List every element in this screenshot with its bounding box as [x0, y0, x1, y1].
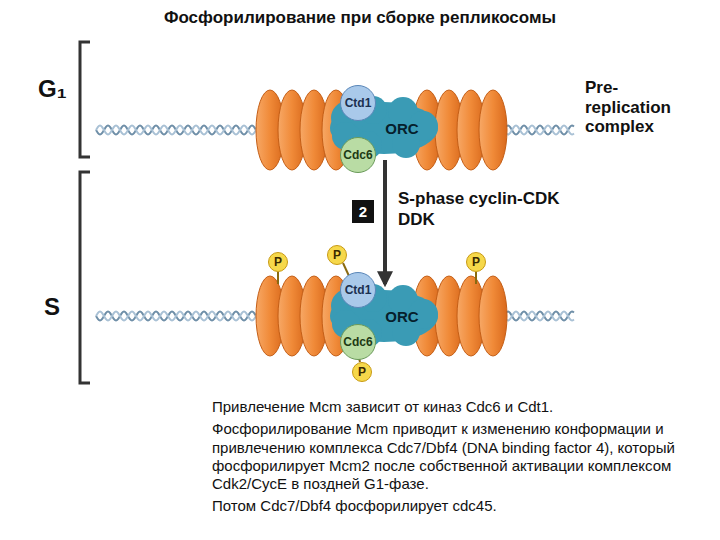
- step-number: 2: [352, 200, 374, 223]
- node-text: Ctd1: [345, 96, 372, 110]
- phospho-sticks: [278, 263, 476, 362]
- s-bracket: [80, 172, 90, 383]
- node-text: P: [358, 365, 366, 379]
- protein-circle: P: [268, 252, 288, 272]
- node-text: 2: [359, 203, 367, 220]
- node-text: Cdc6: [343, 335, 372, 349]
- phospho-stick: [475, 272, 477, 284]
- protein-circle: P: [466, 252, 486, 272]
- phospho-stick: [277, 272, 279, 284]
- process-arrow: [383, 160, 387, 284]
- node-text: P: [472, 255, 480, 269]
- protein-circle: P: [327, 245, 347, 265]
- note-paragraph: Привлечение Mcm зависит от киназ Cdc6 и …: [212, 398, 712, 416]
- mcm-hexamers: [256, 90, 507, 356]
- g1-bracket: [80, 42, 90, 157]
- step-label: S-phase cyclin-CDK DDK: [398, 188, 578, 231]
- mcm-ring: [479, 276, 507, 356]
- node-text: P: [274, 255, 282, 269]
- protein-circle: P: [352, 362, 372, 382]
- mcm-ring: [479, 90, 507, 170]
- note-paragraph: Фосфорилирование Mcm приводит к изменени…: [212, 420, 712, 493]
- protein-circle: Cdc6: [340, 324, 376, 360]
- note-paragraph: Потом Cdc7/Dbf4 фосфорилирует cdc45.: [212, 497, 712, 515]
- node-text: Cdc6: [343, 148, 372, 162]
- phase-label: G₁: [38, 76, 67, 102]
- node-text: ORC: [385, 120, 418, 137]
- protein-circle: Ctd1: [340, 85, 376, 121]
- phase-label: S: [44, 294, 60, 320]
- title: Фосфорилирование при сборке репликосомы: [0, 8, 720, 28]
- node-text: Ctd1: [345, 283, 372, 297]
- node-text: ORC: [385, 308, 418, 325]
- node-text: P: [333, 248, 341, 262]
- protein-circle: Ctd1: [340, 272, 376, 308]
- notes: Привлечение Mcm зависит от киназ Cdc6 и …: [212, 398, 712, 520]
- complex-label: Pre-replication complex: [585, 78, 700, 137]
- protein-circle: Cdc6: [340, 137, 376, 173]
